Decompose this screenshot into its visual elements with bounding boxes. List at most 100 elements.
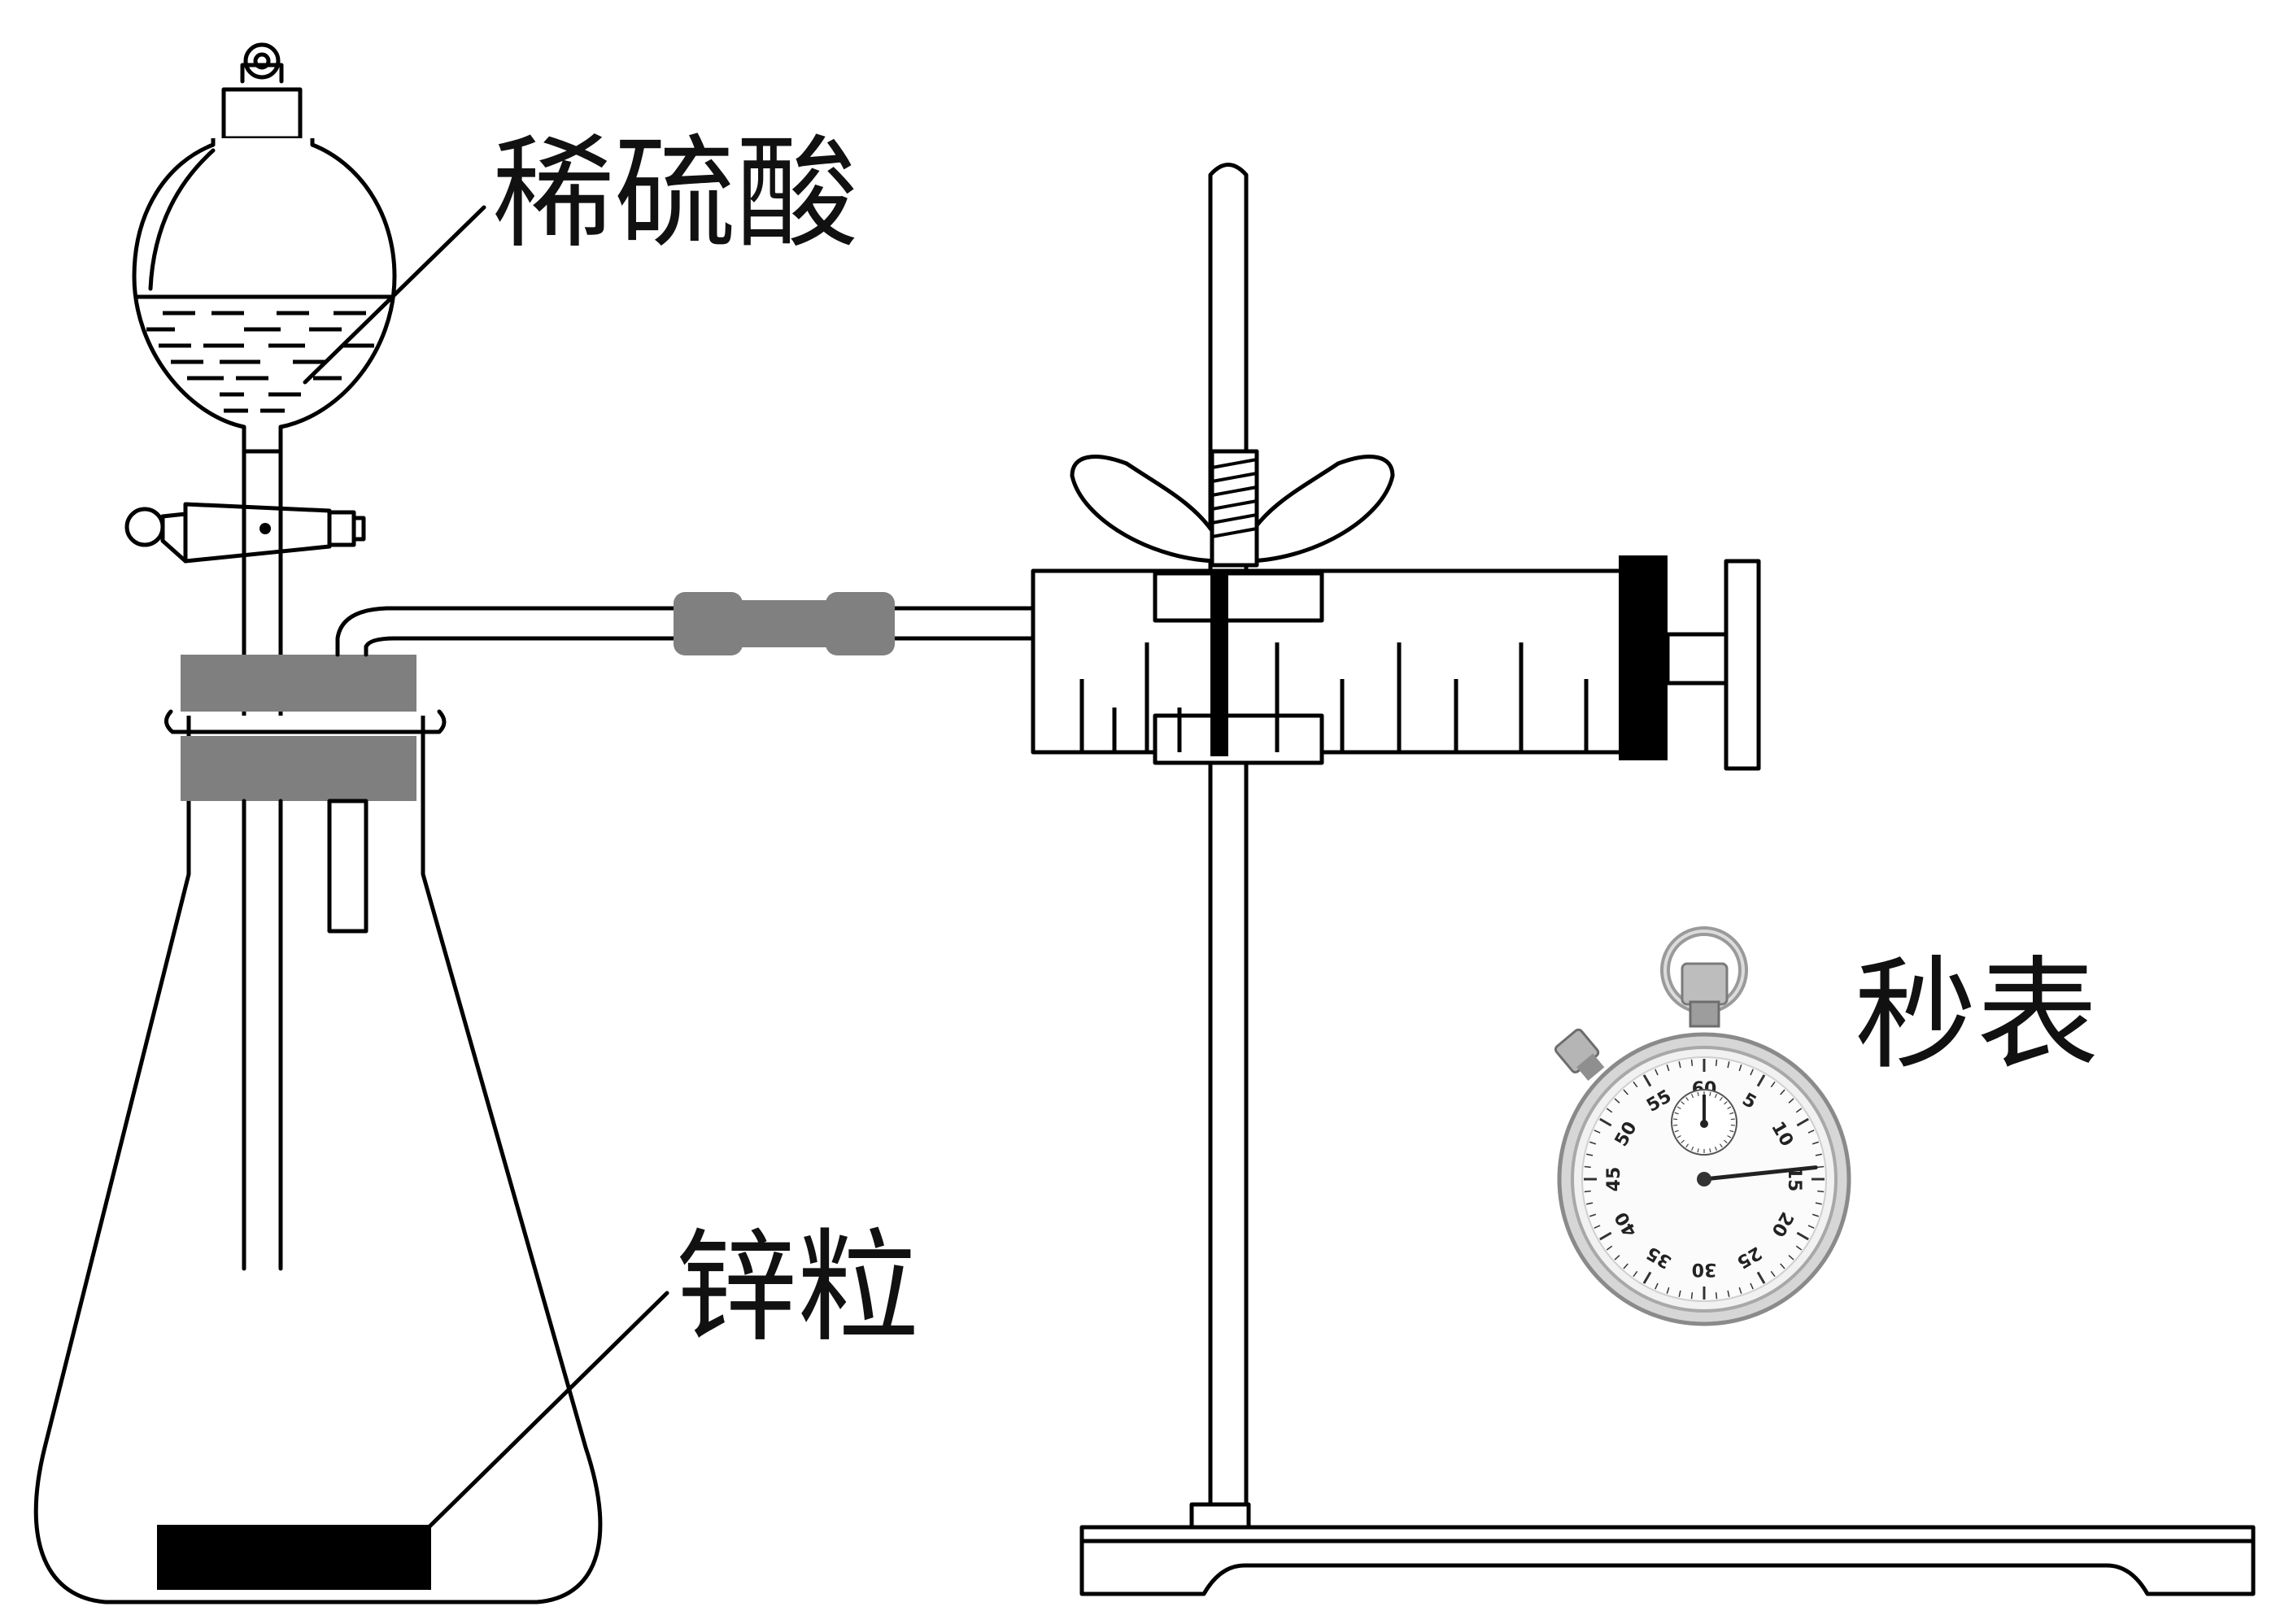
stopwatch-tick: [1715, 1059, 1718, 1066]
funnel-top-stopper: [221, 42, 303, 141]
stopwatch-tick: [1589, 1213, 1597, 1217]
stopwatch-tick: [1817, 1165, 1825, 1169]
stopwatch-tick-marks: [1584, 1059, 1825, 1300]
stopwatch-tick: [1666, 1065, 1670, 1072]
zinc-granules: [157, 1525, 431, 1590]
stopwatch-tick: [1780, 1263, 1785, 1269]
acid-pointer-line: [303, 205, 486, 385]
stopwatch-tick: [1678, 1061, 1681, 1069]
rubber-connector-left: [674, 592, 743, 655]
stopwatch-tick: [1738, 1287, 1742, 1294]
syringe-barrel: [1031, 568, 1629, 755]
stopwatch-subdial-tick: [1709, 1148, 1711, 1153]
stopwatch-hand: [1702, 1165, 1818, 1182]
zinc-pointer-line: [421, 1291, 669, 1535]
stopwatch-tick: [1807, 1130, 1815, 1134]
acid-liquid-dashes: [146, 311, 374, 413]
stopwatch-subdial-tick: [1719, 1096, 1723, 1101]
stopwatch-tick: [1795, 1108, 1803, 1113]
stopwatch-tick: [1788, 1098, 1794, 1104]
stopwatch-subdial-tick: [1714, 1094, 1718, 1099]
stopwatch-subdial-tick: [1714, 1146, 1718, 1151]
label-acid: 稀硫酸: [492, 124, 858, 265]
conical-flask: [33, 655, 603, 1604]
stopwatch-tick: [1584, 1190, 1591, 1193]
stopwatch-tick: [1606, 1245, 1613, 1251]
stopwatch-tick: [1599, 1117, 1612, 1127]
stopwatch-tick: [1586, 1202, 1594, 1205]
stopwatch-subdial-tick: [1673, 1118, 1678, 1121]
stopwatch-subdial-tick: [1685, 1143, 1690, 1148]
stopwatch-subdial-tick: [1724, 1101, 1728, 1105]
stopwatch-tick: [1796, 1117, 1809, 1127]
stopwatch-tick: [1655, 1069, 1659, 1076]
stopwatch-subdial-tick: [1729, 1112, 1734, 1115]
stopwatch-subdial-tick: [1690, 1094, 1694, 1099]
stopwatch-tick: [1594, 1130, 1601, 1134]
label-zinc: 锌粒: [675, 1217, 919, 1359]
stopwatch-tick: [1807, 1225, 1815, 1229]
stopwatch-subdial-tick: [1727, 1106, 1732, 1110]
stopwatch-tick: [1770, 1270, 1776, 1278]
syringe-thumb-rest: [1724, 559, 1761, 771]
stopwatch-tick: [1756, 1271, 1766, 1284]
delivery-tube: [335, 592, 1040, 657]
stopwatch-tick: [1633, 1081, 1638, 1088]
stopwatch-tick: [1780, 1089, 1785, 1095]
stopwatch-subdial-tick: [1730, 1118, 1735, 1121]
flask-body: [33, 716, 603, 1604]
stopwatch-tick: [1586, 1153, 1594, 1156]
stopwatch: 60510152025303540455055: [1554, 926, 1851, 1326]
stopwatch-tick: [1614, 1255, 1620, 1260]
stopwatch-tick: [1642, 1074, 1652, 1087]
stopwatch-subdial-tick: [1681, 1139, 1685, 1143]
stopwatch-tick: [1796, 1231, 1809, 1241]
stopwatch-tick: [1666, 1287, 1670, 1294]
stopwatch-tick: [1594, 1225, 1601, 1229]
stopwatch-tick: [1633, 1270, 1638, 1278]
stopwatch-tick: [1623, 1263, 1628, 1269]
stopwatch-tick: [1812, 1141, 1819, 1145]
stopwatch-subdial-tick: [1685, 1096, 1690, 1101]
stopwatch-tick: [1623, 1089, 1628, 1095]
separatory-funnel: [124, 42, 397, 1344]
stand-rod: [1208, 163, 1249, 1513]
stopwatch-tick: [1599, 1231, 1612, 1241]
stopwatch-dial-number: 30: [1692, 1259, 1717, 1279]
stopwatch-tick: [1727, 1061, 1730, 1069]
stopwatch-tick: [1589, 1141, 1597, 1145]
stopwatch-tick: [1690, 1059, 1694, 1066]
rubber-stopper-upper: [181, 655, 416, 712]
stopwatch-subdial-tick: [1681, 1101, 1685, 1105]
stopwatch-tick: [1678, 1290, 1681, 1297]
syringe-graduations: [1079, 642, 1589, 752]
stopwatch-subdial-tick: [1719, 1143, 1723, 1148]
rubber-connector-right: [826, 592, 895, 655]
stopwatch-tick: [1815, 1202, 1822, 1205]
stopwatch-tick: [1750, 1282, 1754, 1290]
stopwatch-tick: [1812, 1213, 1819, 1217]
stopwatch-subdial-tick: [1729, 1130, 1734, 1133]
stopwatch-tick: [1795, 1245, 1803, 1251]
stand-base: [1079, 1525, 2256, 1596]
gas-syringe: [1031, 555, 1761, 771]
stopwatch-subdial-tick: [1674, 1130, 1679, 1133]
stopwatch-subdial-tick: [1676, 1134, 1681, 1139]
syringe-plunger-head: [1619, 555, 1668, 760]
stopwatch-tick: [1815, 1153, 1822, 1156]
stopwatch-subdial-tick: [1676, 1106, 1681, 1110]
stopwatch-tick: [1738, 1065, 1742, 1072]
stopwatch-tick: [1606, 1108, 1613, 1113]
stopwatch-dial-number: 45: [1604, 1167, 1624, 1192]
stopwatch-subdial-tick: [1674, 1112, 1679, 1115]
stopwatch-tick: [1770, 1081, 1776, 1088]
clamp: [1070, 449, 1395, 568]
stopwatch-tick: [1727, 1290, 1730, 1297]
rubber-stopper-lower: [181, 736, 416, 801]
stopwatch-tick: [1614, 1098, 1620, 1104]
stopwatch-tick: [1642, 1271, 1652, 1284]
stopwatch-tick: [1817, 1190, 1825, 1193]
stopwatch-tick: [1715, 1292, 1718, 1300]
stopwatch-tick: [1756, 1074, 1766, 1087]
stopwatch-tick: [1655, 1282, 1659, 1290]
